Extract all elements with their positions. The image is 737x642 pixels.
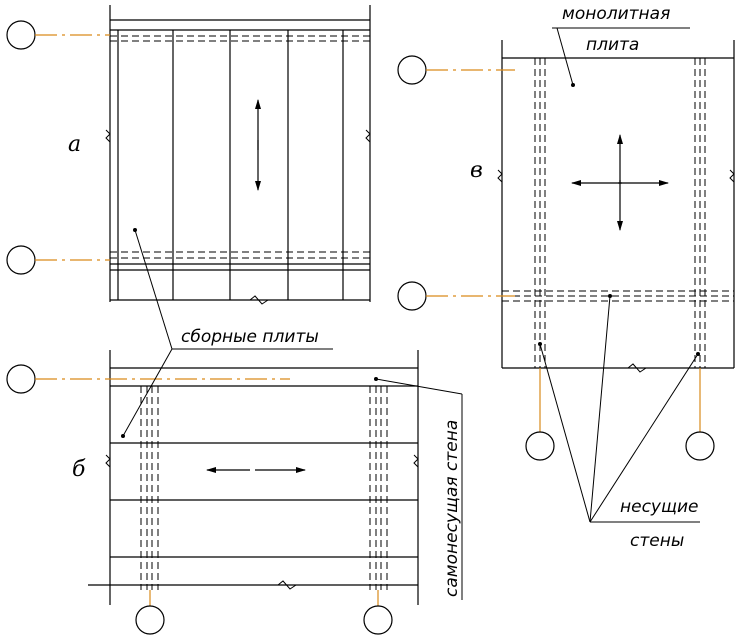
grid-axis-bubble <box>6 20 36 50</box>
panel-v-label: в <box>470 158 483 183</box>
panel-a-axes <box>6 20 110 275</box>
panel-a: а <box>68 5 371 305</box>
panel-b-axes <box>6 364 393 635</box>
self-supporting-wall-note: самонесущая стена <box>442 420 462 597</box>
grid-axis-bubble <box>6 245 36 275</box>
grid-axis-bubble <box>363 605 393 635</box>
panel-v-axes <box>397 55 715 461</box>
prefab-slabs-note: сборные плиты <box>181 327 319 347</box>
panel-b-label: б <box>72 457 86 482</box>
bearing-walls-note-line1: несущие <box>620 497 699 517</box>
monolithic-note-line1: монолитная <box>562 4 670 24</box>
self-supporting-wall-callout: самонесущая стена <box>374 377 463 600</box>
grid-axis-bubble <box>397 281 427 311</box>
panel-v: в <box>470 40 735 373</box>
grid-axis-bubble <box>6 364 36 394</box>
grid-axis-bubble <box>525 431 555 461</box>
monolithic-slab-callout: монолитная плита <box>552 4 690 87</box>
grid-axis-bubble <box>685 431 715 461</box>
panel-b: б <box>72 350 419 605</box>
monolithic-note-line2: плита <box>586 35 639 55</box>
grid-axis-bubble <box>135 605 165 635</box>
bearing-walls-note-line2: стены <box>630 531 684 551</box>
grid-axis-bubble <box>397 55 427 85</box>
panel-a-label: а <box>68 132 81 157</box>
bearing-walls-callout: несущие стены <box>538 294 700 551</box>
prefab-slabs-callout: сборные плиты <box>121 228 333 438</box>
